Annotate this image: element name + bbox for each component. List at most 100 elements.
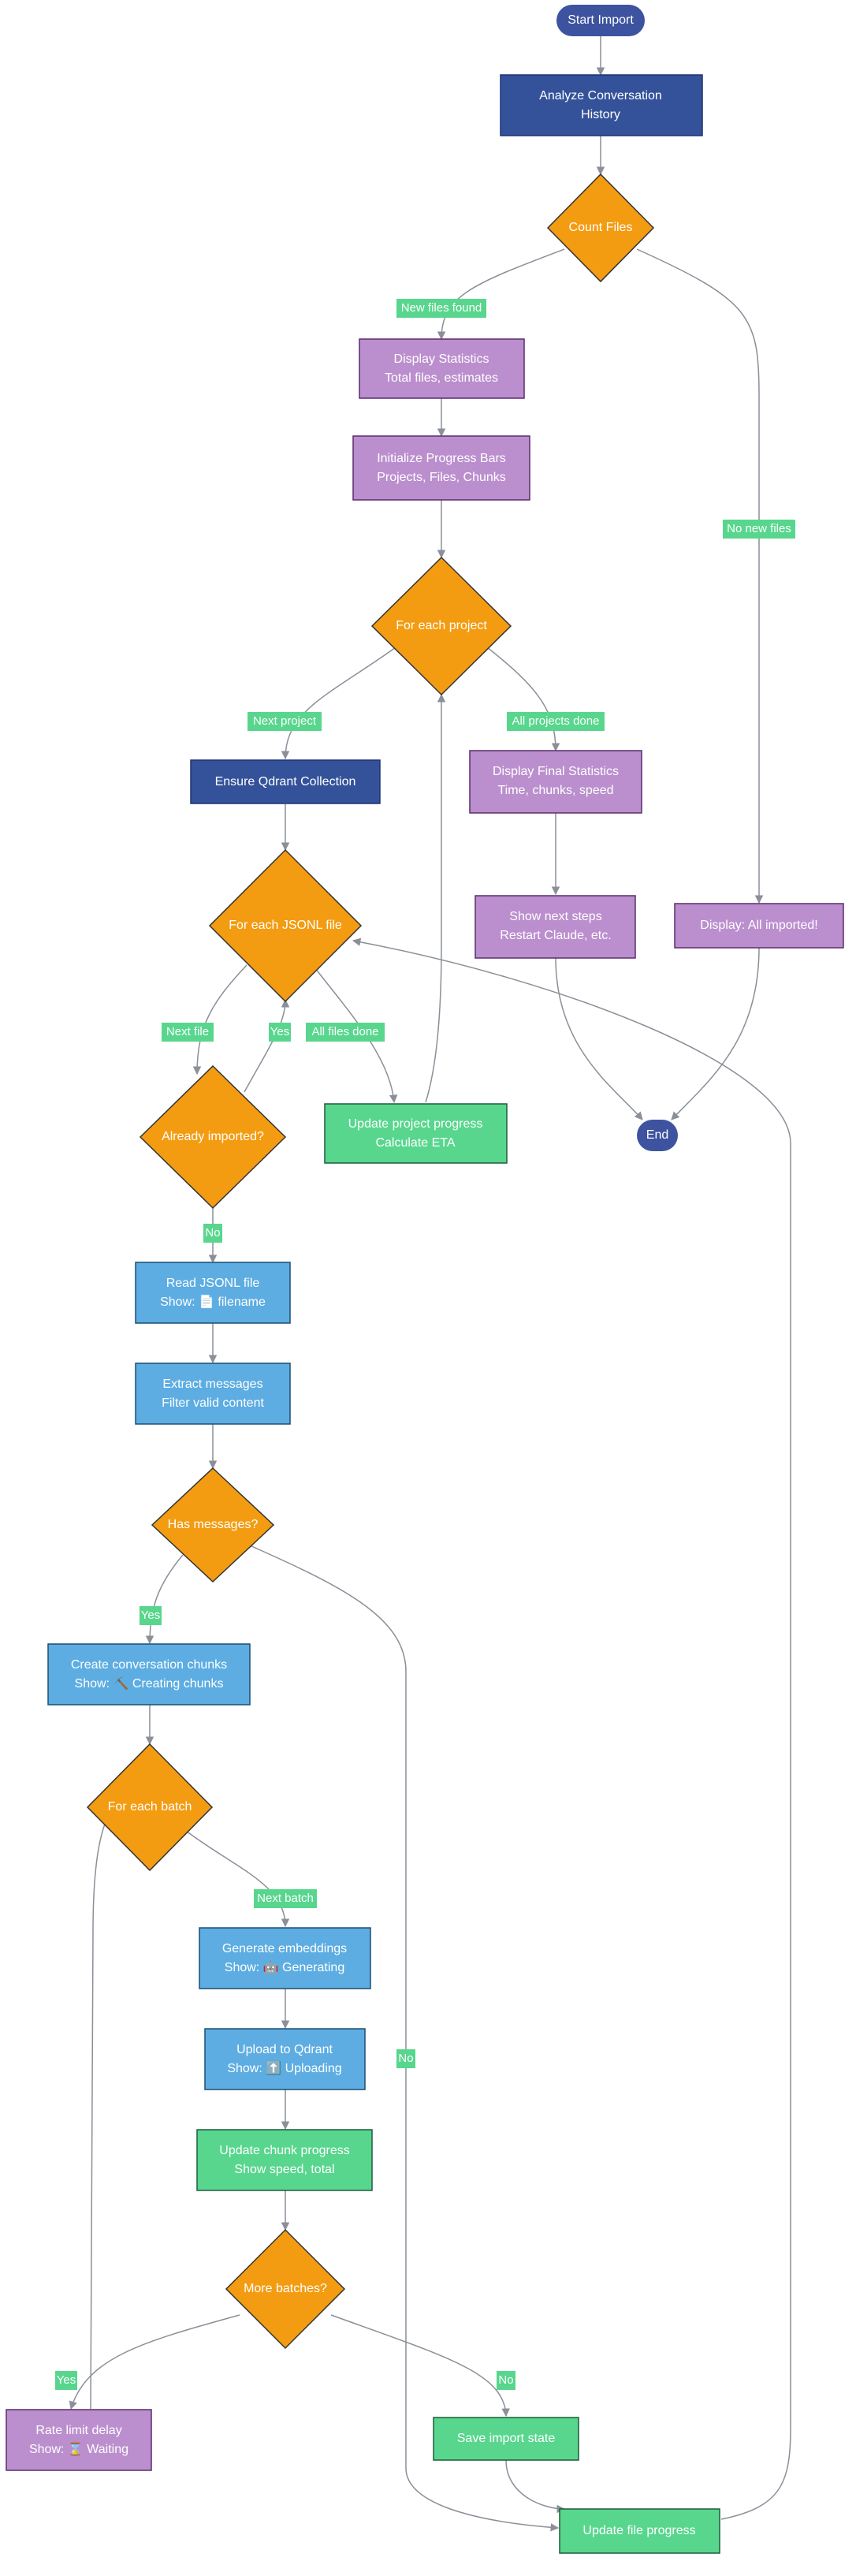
for-each-project-decision: For each project <box>370 556 512 696</box>
svg-text:Projects, Files, Chunks: Projects, Files, Chunks <box>377 471 506 484</box>
edge-hasmessages-yes <box>145 1554 184 1645</box>
label-yes-imported: Yes <box>269 1023 291 1042</box>
label-all-projects-done: All projects done <box>507 712 605 731</box>
svg-text:Extract messages: Extract messages <box>162 1377 262 1391</box>
edge-fileprogress-jsonl <box>352 938 791 2520</box>
svg-text:Display Statistics: Display Statistics <box>394 352 489 366</box>
svg-text:History: History <box>581 108 620 121</box>
ensure-qdrant-collection-node: Ensure Qdrant Collection <box>190 759 381 804</box>
svg-text:Show next steps: Show next steps <box>509 910 601 923</box>
svg-text:Show speed, total: Show speed, total <box>234 2163 334 2176</box>
svg-text:Rate limit delay: Rate limit delay <box>35 2424 121 2437</box>
svg-text:Yes: Yes <box>57 2373 76 2387</box>
file-icon: Show: 📄 filename <box>160 1294 266 1309</box>
edge-jsonl-alreadyimported <box>192 964 247 1076</box>
count-files-decision: Count Files <box>546 173 655 283</box>
edge-morebatches-no <box>330 2314 510 2418</box>
svg-text:Yes: Yes <box>270 1025 289 1038</box>
create-chunks-node: Create conversation chunks Show: ⛏️ Crea… <box>47 1643 251 1706</box>
label-next-project: Next project <box>247 712 322 731</box>
svg-text:Update chunk progress: Update chunk progress <box>219 2144 349 2157</box>
init-progress-bars-node: Initialize Progress Bars Projects, Files… <box>352 435 530 501</box>
label-no-more: No <box>497 2371 515 2390</box>
svg-text:Update project progress: Update project progress <box>348 1117 483 1131</box>
read-jsonl-file-node: Read JSONL file Show: 📄 filename <box>135 1262 291 1324</box>
svg-text:Restart Claude, etc.: Restart Claude, etc. <box>500 929 611 942</box>
svg-text:All projects done: All projects done <box>512 714 600 728</box>
extract-messages-node: Extract messages Filter valid content <box>135 1363 291 1425</box>
edge-savestate-fileprogress <box>505 2459 566 2514</box>
edge-allimported-end <box>671 947 760 1120</box>
svg-text:Analyze Conversation: Analyze Conversation <box>539 89 662 103</box>
edge-alreadyimported-yes <box>244 998 290 1093</box>
update-project-progress-node: Update project progress Calculate ETA <box>324 1103 508 1164</box>
svg-text:Start Import: Start Import <box>568 13 634 27</box>
pick-icon: Show: ⛏️ Creating chunks <box>75 1676 224 1691</box>
update-file-progress-node: Update file progress <box>559 2508 720 2554</box>
svg-text:Has messages?: Has messages? <box>168 1518 259 1531</box>
show-next-steps-node: Show next steps Restart Claude, etc. <box>475 895 636 959</box>
robot-icon: Show: 🤖 Generating <box>225 1959 344 1974</box>
svg-text:Generate embeddings: Generate embeddings <box>222 1942 347 1955</box>
svg-text:Display: All imported!: Display: All imported! <box>700 919 817 932</box>
edge-labels: New files found No new files Next projec… <box>55 299 795 2390</box>
generate-embeddings-node: Generate embeddings Show: 🤖 Generating <box>199 1927 371 1989</box>
update-chunk-progress-node: Update chunk progress Show speed, total <box>196 2129 373 2191</box>
more-batches-decision: More batches? <box>225 2228 346 2350</box>
svg-text:No new files: No new files <box>727 522 791 535</box>
edge-count-nonew <box>636 248 764 904</box>
start-node: Start Import <box>556 5 645 36</box>
svg-text:No: No <box>398 2052 413 2065</box>
edge-hasmessages-no <box>242 1541 560 2532</box>
has-messages-decision: Has messages? <box>151 1467 275 1583</box>
label-no-messages: No <box>396 2049 415 2068</box>
upload-qdrant-node: Upload to Qdrant Show: ⬆️ Uploading <box>204 2028 366 2090</box>
label-next-batch: Next batch <box>254 1889 317 1908</box>
flow-nodes: Start Import Analyze Conversation Histor… <box>6 5 844 2554</box>
edge-projectprogress-project <box>425 693 446 1103</box>
edge-morebatches-yes <box>69 2314 240 2410</box>
svg-text:Next batch: Next batch <box>257 1892 314 1905</box>
edge-count-newfiles <box>437 248 565 341</box>
upload-icon: Show: ⬆️ Uploading <box>227 2060 341 2075</box>
svg-text:All files done: All files done <box>311 1025 378 1038</box>
svg-text:Ensure Qdrant Collection: Ensure Qdrant Collection <box>215 775 356 788</box>
for-each-jsonl-decision: For each JSONL file <box>208 848 363 1003</box>
svg-text:Initialize Progress Bars: Initialize Progress Bars <box>377 452 506 465</box>
svg-text:Upload to Qdrant: Upload to Qdrant <box>236 2043 333 2056</box>
for-each-batch-decision: For each batch <box>86 1743 214 1872</box>
svg-text:No: No <box>205 1226 220 1240</box>
label-yes-more: Yes <box>55 2371 77 2390</box>
end-node: End <box>637 1120 678 1151</box>
svg-text:Calculate ETA: Calculate ETA <box>375 1136 455 1150</box>
svg-text:Save import state: Save import state <box>457 2432 556 2445</box>
rate-limit-delay-node: Rate limit delay Show: ⌛ Waiting <box>6 2409 152 2471</box>
svg-text:Next file: Next file <box>166 1025 209 1038</box>
svg-text:Total files, estimates: Total files, estimates <box>385 371 498 385</box>
svg-text:New files found: New files found <box>401 301 482 315</box>
edge-ratelimit-batch <box>90 1799 121 2410</box>
edge-project-ensure <box>281 647 396 760</box>
edge-steps-end <box>555 957 643 1120</box>
analyze-history-node: Analyze Conversation History <box>500 74 703 136</box>
label-new-files-found: New files found <box>396 299 486 318</box>
edge-batch-generate <box>185 1830 290 1928</box>
label-yes-messages: Yes <box>140 1606 162 1625</box>
already-imported-decision: Already imported? <box>139 1064 287 1210</box>
svg-text:Yes: Yes <box>141 1609 160 1622</box>
svg-text:Time, chunks, speed: Time, chunks, speed <box>497 784 613 797</box>
svg-text:Create conversation chunks: Create conversation chunks <box>71 1658 227 1672</box>
svg-text:For each project: For each project <box>396 619 487 632</box>
save-import-state-node: Save import state <box>433 2417 579 2461</box>
label-no-imported: No <box>203 1224 222 1243</box>
svg-text:No: No <box>498 2373 513 2387</box>
svg-text:Filter valid content: Filter valid content <box>162 1396 264 1410</box>
display-final-statistics-node: Display Final Statistics Time, chunks, s… <box>469 750 642 814</box>
edge-project-final <box>486 647 560 752</box>
svg-text:End: End <box>646 1128 668 1142</box>
svg-text:Already imported?: Already imported? <box>162 1130 264 1143</box>
svg-text:Count Files: Count Files <box>569 221 633 234</box>
svg-text:Update file progress: Update file progress <box>582 2524 695 2537</box>
svg-text:For each JSONL file: For each JSONL file <box>229 919 342 932</box>
